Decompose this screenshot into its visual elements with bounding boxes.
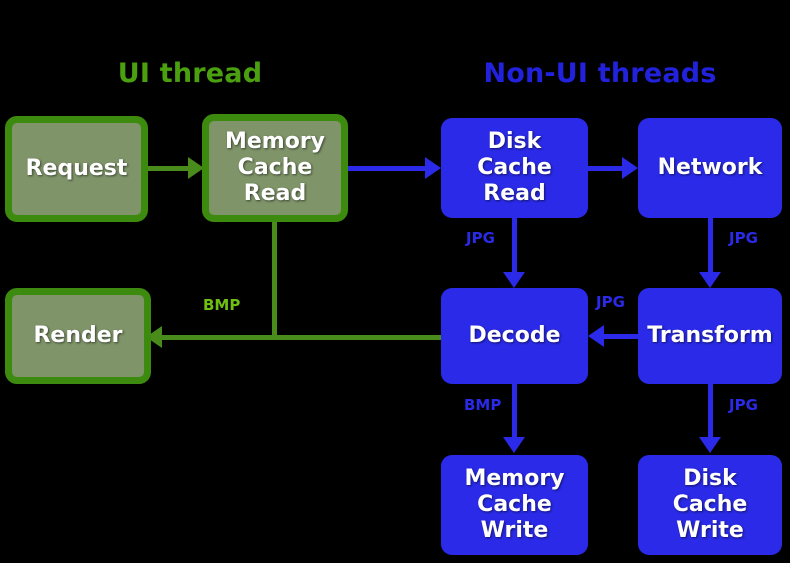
node-transform[interactable]: Transform: [638, 288, 782, 384]
node-decode[interactable]: Decode: [441, 288, 588, 384]
arrowhead-disk-cache-read-to-decode: [503, 272, 525, 288]
edge-transform-to-decode: [600, 334, 640, 339]
edge-label-disk-cache-read-to-decode: JPG: [466, 229, 495, 247]
node-network-label: Network: [657, 155, 763, 180]
edge-memory-cache-read-drop: [272, 216, 277, 338]
node-render[interactable]: Render: [5, 288, 151, 384]
edge-memory-cache-read-to-disk-cache-read: [348, 166, 428, 171]
edge-label-transform-to-disk-cache-write: JPG: [729, 396, 758, 414]
edge-decode-to-memory-cache-write: [512, 383, 517, 443]
edge-network-to-transform: [708, 218, 713, 278]
arrowhead-transform-to-decode: [588, 325, 604, 347]
arrowhead-memory-cache-read-to-disk-cache-read: [425, 157, 441, 179]
edge-transform-to-disk-cache-write: [708, 383, 713, 443]
edge-disk-cache-read-to-network: [588, 166, 632, 171]
node-transform-label: Transform: [647, 323, 773, 348]
node-memory-cache-write[interactable]: Memory Cache Write: [441, 455, 588, 555]
ui-thread-section-title: UI thread: [117, 58, 263, 89]
node-decode-label: Decode: [468, 323, 561, 348]
node-render-label: Render: [33, 323, 123, 348]
arrowhead-network-to-transform: [699, 272, 721, 288]
node-disk-cache-read[interactable]: Disk Cache Read: [441, 118, 588, 218]
edge-label-decode-to-memory-cache-write: BMP: [464, 396, 502, 414]
node-request[interactable]: Request: [5, 116, 148, 222]
node-disk-cache-read-label: Disk Cache Read: [477, 129, 552, 206]
edge-decode-to-render-bus: [160, 335, 441, 340]
node-disk-cache-write[interactable]: Disk Cache Write: [638, 455, 782, 555]
non-ui-threads-section-title: Non-UI threads: [483, 58, 717, 89]
arrowhead-disk-cache-read-to-network: [622, 157, 638, 179]
edge-label-network-to-transform: JPG: [729, 229, 758, 247]
edge-disk-cache-read-to-decode: [512, 218, 517, 278]
node-disk-cache-write-label: Disk Cache Write: [672, 466, 748, 543]
arrowhead-transform-to-disk-cache-write: [699, 437, 721, 453]
node-request-label: Request: [25, 156, 128, 181]
edge-label-transform-to-decode: JPG: [596, 293, 625, 311]
node-memory-cache-write-label: Memory Cache Write: [464, 466, 565, 543]
node-network[interactable]: Network: [638, 118, 782, 218]
edge-request-to-memory-cache-read: [148, 166, 196, 171]
node-memory-cache-read[interactable]: Memory Cache Read: [202, 114, 348, 222]
node-memory-cache-read-label: Memory Cache Read: [224, 129, 326, 206]
edge-label-bmp-to-render: BMP: [203, 296, 241, 314]
arrowhead-request-to-memory-cache-read: [188, 157, 204, 179]
arrowhead-decode-to-memory-cache-write: [503, 437, 525, 453]
